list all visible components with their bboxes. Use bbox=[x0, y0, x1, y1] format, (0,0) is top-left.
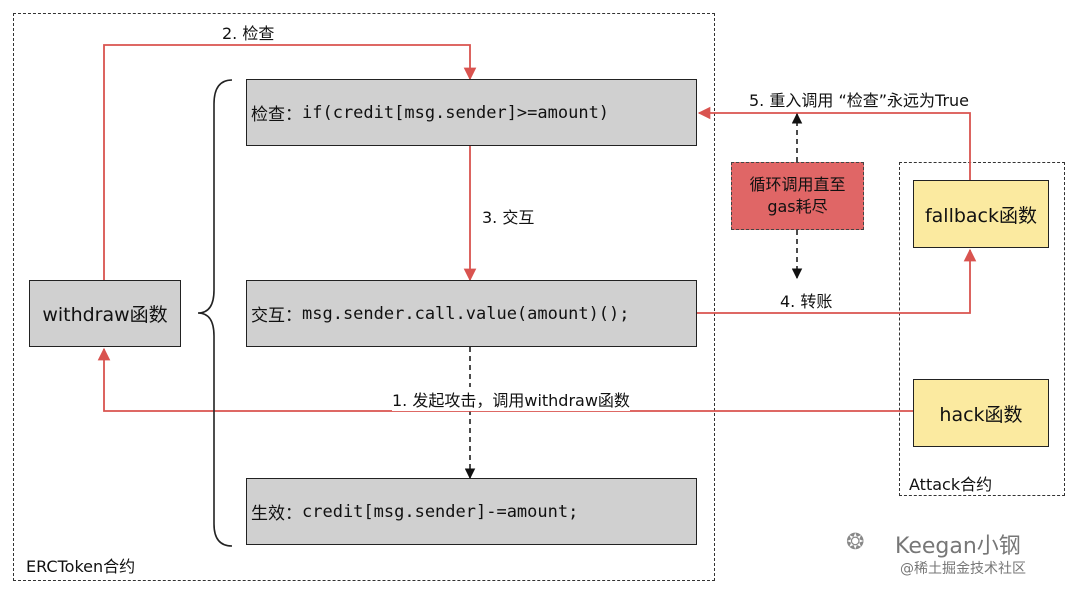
attack-container bbox=[899, 162, 1065, 496]
withdraw-function-box: withdraw函数 bbox=[29, 280, 181, 347]
interact-box: 交互：msg.sender.call.value(amount)(); bbox=[246, 280, 697, 347]
arrow-step1 bbox=[97, 347, 913, 412]
curly-brace bbox=[197, 79, 233, 547]
interact-code: msg.sender.call.value(amount)(); bbox=[302, 303, 630, 324]
fallback-function-label: fallback函数 bbox=[924, 204, 1038, 227]
step4-label: 4. 转账 bbox=[780, 292, 833, 311]
check-box: 检查：if(credit[msg.sender]>=amount) bbox=[246, 79, 697, 146]
arrow-step4 bbox=[697, 248, 977, 314]
hack-function-label: hack函数 bbox=[939, 403, 1023, 426]
effect-prefix: 生效： bbox=[251, 504, 302, 524]
loop-until-gas-box: 循环调用直至 gas耗尽 bbox=[731, 162, 864, 230]
step1-label: 1. 发起攻击，调用withdraw函数 bbox=[392, 387, 630, 411]
step3-label: 3. 交互 bbox=[482, 208, 535, 227]
withdraw-function-label: withdraw函数 bbox=[42, 304, 168, 326]
watermark-brand: Keegan小钢 bbox=[895, 534, 1021, 559]
watermark-logo-icon: ❂ bbox=[846, 530, 865, 555]
hack-function-box: hack函数 bbox=[913, 379, 1049, 447]
attack-container-label: Attack合约 bbox=[909, 475, 993, 494]
fallback-function-box: fallback函数 bbox=[913, 180, 1049, 248]
loop-line2: gas耗尽 bbox=[767, 197, 828, 216]
check-prefix: 检查： bbox=[251, 105, 302, 125]
arrow-step2 bbox=[103, 44, 477, 280]
arrow-step5 bbox=[697, 106, 971, 180]
interact-prefix: 交互： bbox=[251, 306, 302, 326]
erctoken-container bbox=[13, 13, 715, 581]
watermark-community: @稀土掘金技术社区 bbox=[900, 561, 1026, 577]
check-code: if(credit[msg.sender]>=amount) bbox=[302, 102, 610, 123]
erctoken-container-label: ERCToken合约 bbox=[26, 557, 136, 576]
step2-label: 2. 检查 bbox=[222, 24, 275, 43]
loop-line1: 循环调用直至 bbox=[749, 175, 846, 194]
effect-code: credit[msg.sender]-=amount; bbox=[302, 501, 579, 522]
step5-label: 5. 重入调用 “检查”永远为True bbox=[749, 91, 970, 110]
effect-box: 生效：credit[msg.sender]-=amount; bbox=[246, 478, 697, 545]
